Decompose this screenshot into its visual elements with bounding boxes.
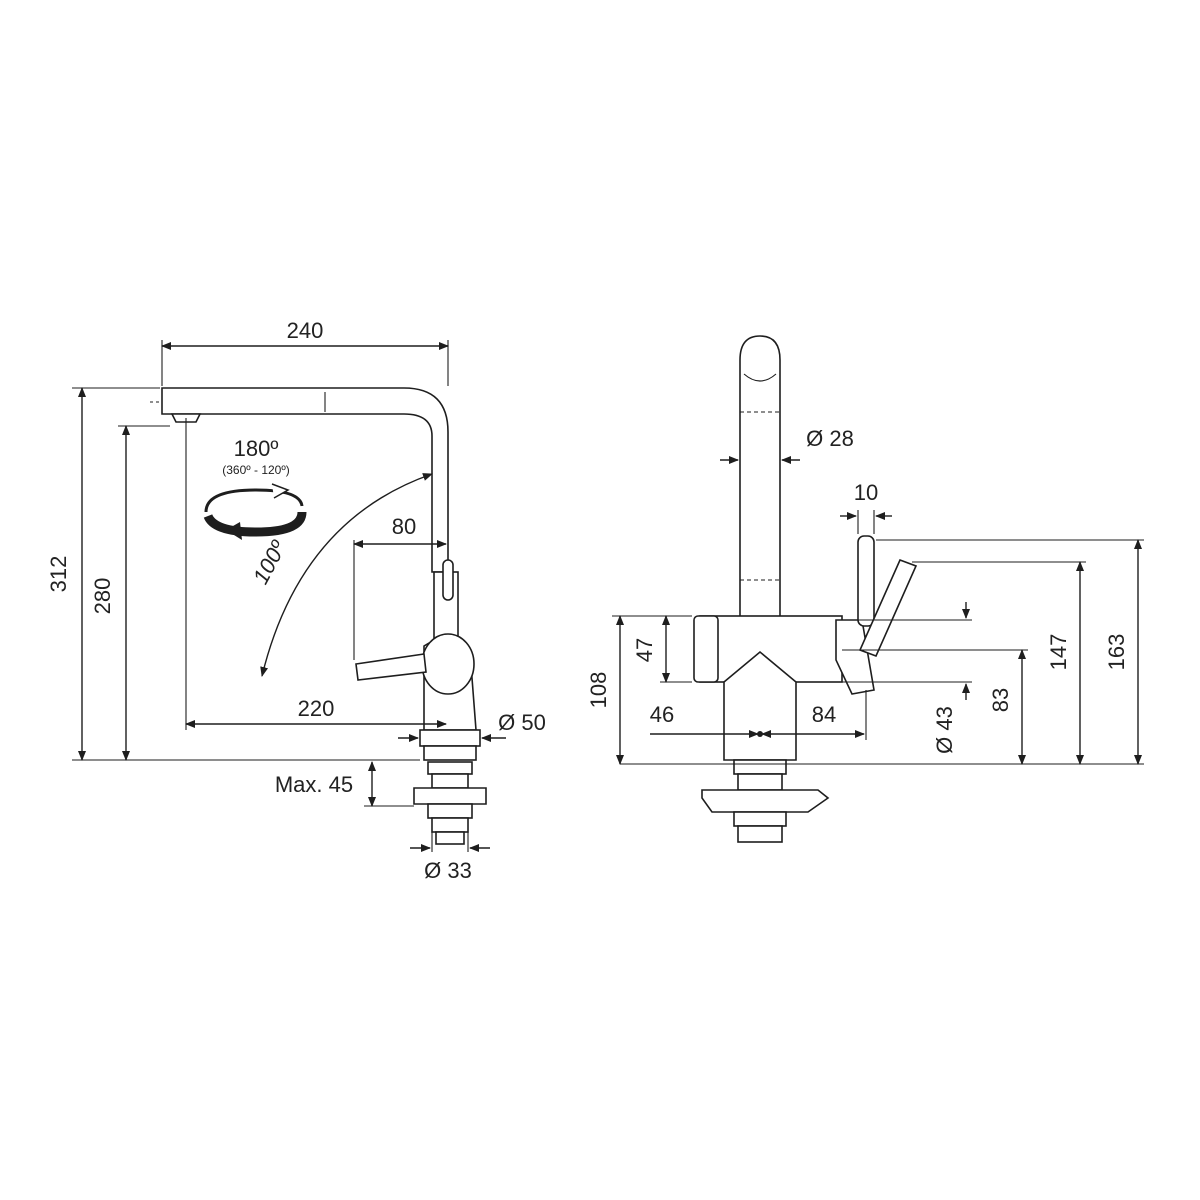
rotation-label: 180º: [234, 436, 279, 461]
dim-312: 312: [46, 556, 71, 593]
dim-47: 47: [632, 638, 657, 662]
dim-84: 84: [812, 702, 836, 727]
dim-83: 83: [988, 688, 1013, 712]
front-lever-up: [857, 535, 875, 627]
dim-dia-43: Ø 43: [932, 706, 957, 754]
dim-dia-50: Ø 50: [498, 710, 546, 735]
front-view: Ø 28 10 163 147 108 47 46 84: [586, 335, 1144, 843]
dim-dia-28: Ø 28: [806, 426, 854, 451]
dim-108: 108: [586, 672, 611, 709]
dim-100-deg: 100º: [248, 536, 292, 588]
dim-240: 240: [287, 318, 324, 343]
side-base: [419, 729, 481, 747]
rotation-arrows-icon: [203, 483, 307, 540]
dim-80: 80: [392, 514, 416, 539]
dim-220: 220: [298, 696, 335, 721]
dim-dia-33: Ø 33: [424, 858, 472, 883]
dim-147: 147: [1046, 634, 1071, 671]
dim-163: 163: [1104, 634, 1129, 671]
side-lever-out: [355, 653, 427, 681]
side-view: 240 312 280 180º (360º - 120º) 100º 80 2…: [46, 318, 546, 883]
side-lever-up: [442, 559, 454, 601]
rotation-range: (360º - 120º): [222, 463, 289, 477]
dim-max-45: Max. 45: [275, 772, 353, 797]
dim-10: 10: [854, 480, 878, 505]
dim-280: 280: [90, 578, 115, 615]
dim-46: 46: [650, 702, 674, 727]
front-spout: [739, 335, 781, 631]
